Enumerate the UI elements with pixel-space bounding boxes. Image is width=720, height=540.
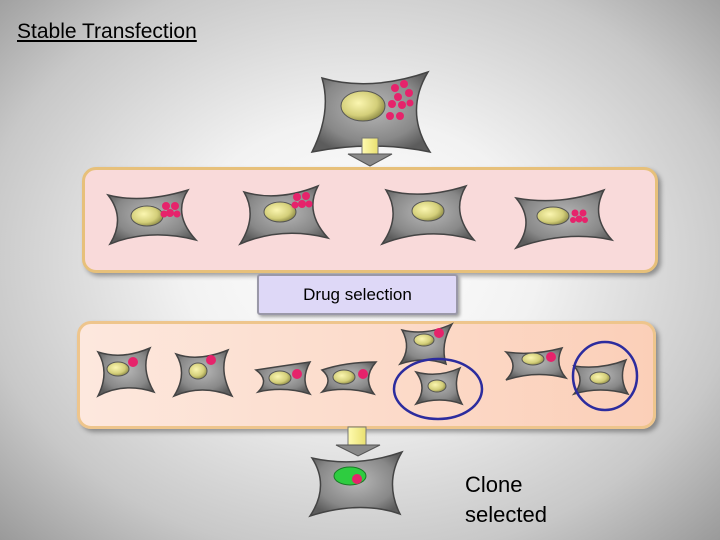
clone-label-line2: selected [465, 502, 547, 527]
plasmid-icon [352, 474, 362, 484]
down-arrow-2 [335, 426, 381, 457]
clone-selected-label: Clone selected [465, 470, 547, 530]
surviving-cell [397, 322, 454, 366]
marker-nucleus-icon [333, 466, 367, 486]
drug-selection-label: Drug selection [257, 274, 458, 315]
cell-without-plasmid [379, 184, 477, 246]
plasmid-icon [358, 369, 368, 379]
plasmid-icon [292, 369, 302, 379]
surviving-cell [172, 348, 234, 398]
surviving-cell [96, 346, 156, 398]
down-arrow-1 [347, 137, 393, 167]
plasmid-icon [206, 355, 216, 365]
transfected-cell [310, 70, 432, 154]
selection-circle [571, 340, 639, 412]
plasmid-icon [128, 357, 138, 367]
surviving-cell [413, 366, 464, 406]
plasmid-icon [546, 352, 556, 362]
surviving-cell [254, 361, 312, 396]
selected-clone-cell [308, 450, 404, 518]
cell-with-plasmids [238, 184, 331, 246]
surviving-cell [503, 346, 569, 381]
surviving-cell [319, 361, 378, 396]
plasmid-icon [291, 192, 313, 209]
cell-with-plasmids [106, 188, 199, 246]
plasmid-cluster [386, 80, 414, 120]
slide-title: Stable Transfection [17, 20, 197, 43]
plasmid-icon [434, 328, 444, 338]
cell-with-plasmids [513, 188, 615, 250]
clone-label-line1: Clone [465, 472, 523, 497]
plasmid-icon [160, 202, 181, 218]
plasmid-icon [570, 209, 588, 223]
selection-circle [392, 357, 484, 421]
surviving-cell [571, 358, 630, 396]
